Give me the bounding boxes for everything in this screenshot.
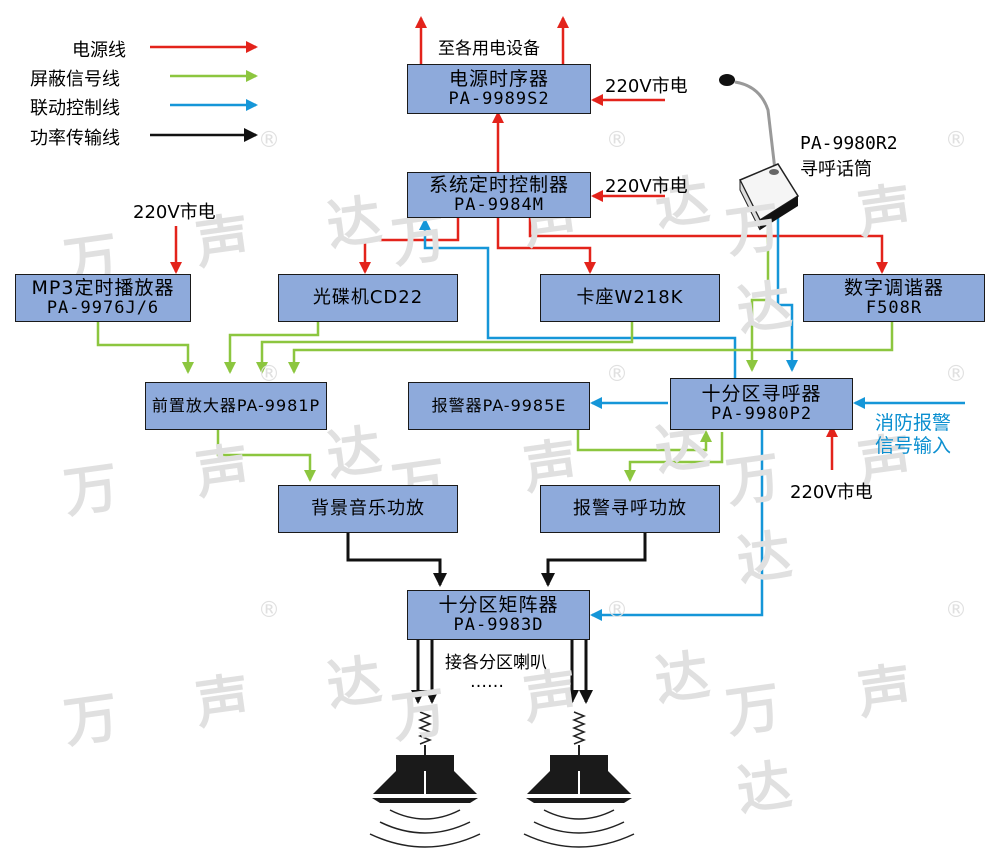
fire-signal-label: 信号输入: [875, 435, 952, 457]
timer-controller-model: PA-9984M: [454, 195, 544, 216]
mic-model-label: PA-9980R2: [800, 133, 898, 154]
power-sequencer-box: 电源时序器 PA-9989S2: [407, 64, 591, 114]
cd-player-name: 光碟机CD22: [312, 286, 424, 308]
power-sequencer-model: PA-9989S2: [448, 89, 550, 110]
preamp-box: 前置放大器PA-9981P: [145, 382, 327, 430]
card-deck-name: 卡座W218K: [576, 286, 684, 308]
signal-lines: [96, 220, 894, 482]
alarm-amp-name: 报警寻呼功放: [573, 497, 687, 519]
matrix-box: 十分区矩阵器 PA-9983D: [407, 590, 590, 640]
alarm-name: 报警器PA-9985E: [431, 396, 567, 416]
alarm-box: 报警器PA-9985E: [408, 382, 590, 430]
mp3-player-box: MP3定时播放器 PA-9976J/6: [15, 274, 191, 322]
fire-signal-label: 消防报警: [875, 412, 952, 434]
speaker-right: [523, 711, 635, 848]
matrix-model: PA-9983D: [453, 615, 544, 636]
bgm-amp-box: 背景音乐功放: [278, 485, 458, 533]
amp-power-lines: [346, 533, 647, 704]
legend-power-transmission-line: 功率传输线: [30, 128, 120, 149]
power-lines: [170, 16, 888, 470]
cd-player-box: 光碟机CD22: [278, 274, 458, 322]
timer-controller-name: 系统定时控制器: [428, 173, 569, 196]
mic-name-label: 寻呼话筒: [800, 159, 872, 180]
speakers-label: 接各分区喇叭: [445, 653, 547, 673]
tuner-box: 数字调谐器 F508R: [803, 274, 985, 322]
ellipsis-label: ……: [470, 672, 504, 692]
mains-power-label: 220V市电: [605, 176, 688, 197]
mains-power-label: 220V市电: [133, 202, 216, 223]
to-devices-label: 至各用电设备: [438, 39, 540, 59]
speaker-left: [369, 711, 481, 848]
control-lines: [419, 215, 965, 621]
legend-control-line: 联动控制线: [30, 98, 120, 119]
paging-microphone-icon: [719, 74, 800, 231]
bgm-amp-name: 背景音乐功放: [311, 497, 425, 519]
mp3-player-model: PA-9976J/6: [46, 298, 160, 319]
zone-pager-name: 十分区寻呼器: [701, 382, 822, 405]
power-sequencer-name: 电源时序器: [448, 67, 549, 90]
preamp-name: 前置放大器PA-9981P: [151, 396, 321, 416]
zone-pager-box: 十分区寻呼器 PA-9980P2: [670, 378, 853, 430]
timer-controller-box: 系统定时控制器 PA-9984M: [407, 172, 591, 218]
tuner-name: 数字调谐器: [843, 276, 944, 299]
mp3-player-name: MP3定时播放器: [31, 276, 175, 299]
mains-power-label: 220V市电: [605, 76, 688, 97]
tuner-model: F508R: [865, 298, 923, 319]
card-deck-box: 卡座W218K: [540, 274, 720, 322]
legend-shielded-signal-line: 屏蔽信号线: [30, 69, 120, 90]
matrix-name: 十分区矩阵器: [438, 593, 559, 616]
alarm-amp-box: 报警寻呼功放: [540, 485, 720, 533]
legend-lines: [150, 41, 258, 142]
legend-power-line: 电源线: [72, 40, 126, 61]
mains-power-label: 220V市电: [790, 482, 873, 503]
zone-pager-model: PA-9980P2: [710, 404, 813, 425]
